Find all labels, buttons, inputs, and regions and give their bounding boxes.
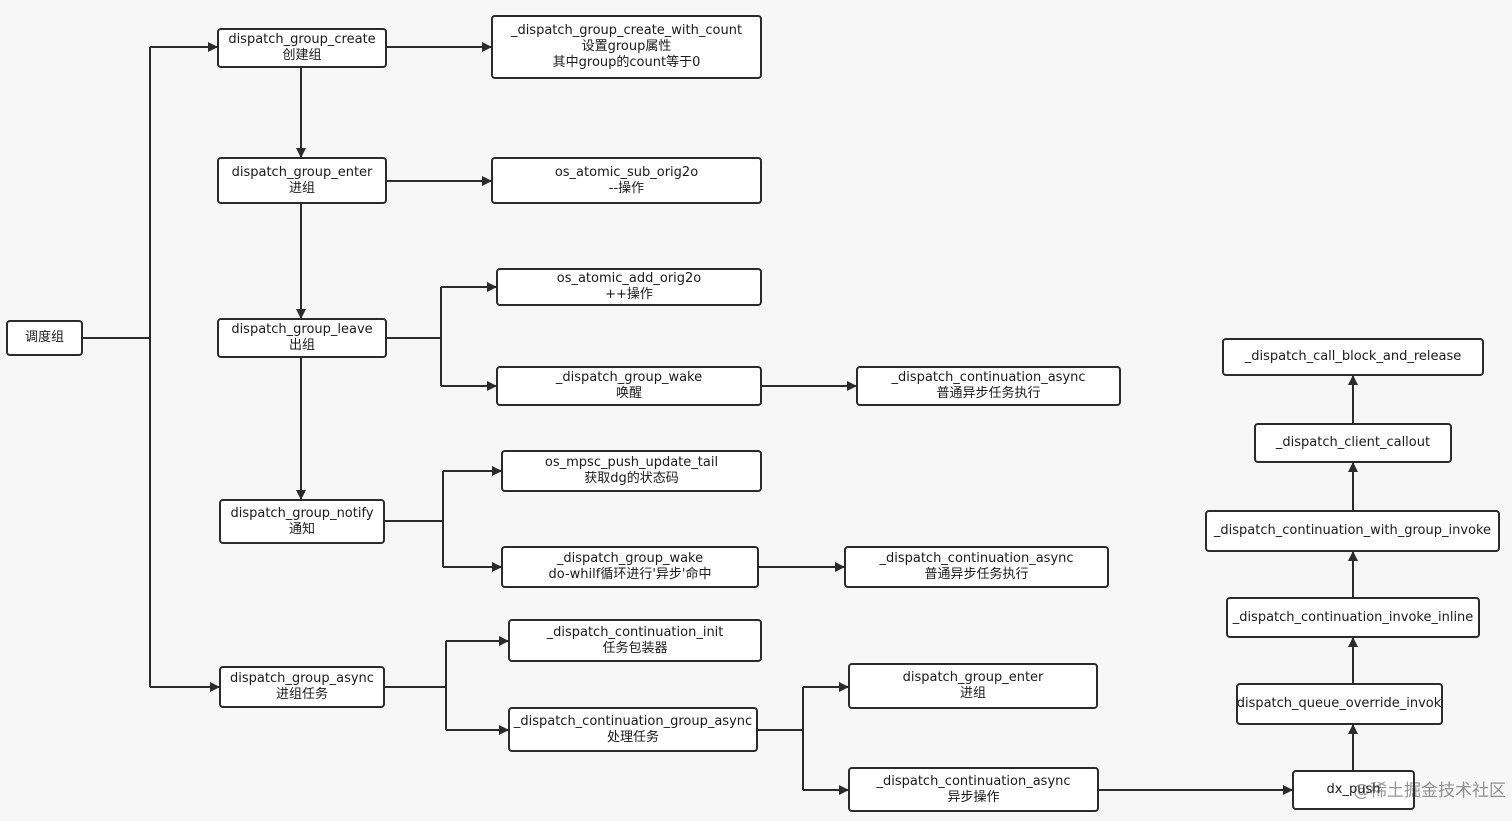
node-label-line1: _dispatch_continuation_async [891, 370, 1086, 385]
node-dispatch-group-enter: dispatch_group_enter 进组 [217, 157, 387, 204]
node-continuation-async-2: _dispatch_continuation_async 普通异步任务执行 [844, 546, 1109, 588]
node-label-line1: _dispatch_group_create_with_count [510, 23, 743, 38]
node-label-line2: do-whilf循环进行'异步'命中 [548, 567, 712, 582]
watermark: @稀土掘金技术社区 [1353, 780, 1506, 801]
node-label-line2: 进组 [959, 686, 986, 701]
node-label-line1: os_atomic_sub_orig2o [554, 164, 699, 180]
node-continuation-group-async: _dispatch_continuation_group_async 处理任务 [508, 707, 758, 752]
node-label-line1: _dispatch_queue_override_invoke [1236, 696, 1443, 711]
node-label-line2: 进组 [288, 180, 315, 196]
node-label-line1: _dispatch_continuation_async [879, 551, 1074, 566]
node-root: 调度组 [6, 320, 83, 356]
node-os-atomic-add: os_atomic_add_orig2o ++操作 [496, 268, 762, 306]
node-label-line2: 创建组 [282, 48, 322, 63]
node-dispatch-group-create: dispatch_group_create 创建组 [217, 28, 387, 68]
node-label-line1: os_atomic_add_orig2o [556, 271, 702, 286]
node-continuation-init: _dispatch_continuation_init 任务包装器 [508, 619, 762, 662]
node-queue-override-invoke: _dispatch_queue_override_invoke [1236, 683, 1443, 725]
node-root-label: 调度组 [24, 330, 64, 345]
node-label-line1: _dispatch_continuation_invoke_inline [1232, 609, 1474, 625]
node-label-line1: dispatch_group_leave [231, 322, 373, 337]
node-continuation-async-3: _dispatch_continuation_async 异步操作 [848, 767, 1099, 812]
node-label-line1: _dispatch_continuation_group_async [513, 713, 753, 729]
node-label-line2: 异步操作 [947, 789, 1000, 805]
node-label-line2: 通知 [288, 521, 315, 537]
node-label-line2: 处理任务 [606, 729, 659, 745]
node-label-line3: 其中group的count等于0 [552, 55, 701, 70]
node-label-line1: os_mpsc_push_update_tail [544, 455, 719, 470]
node-label-line2: 设置group属性 [581, 39, 672, 54]
node-label-line1: dispatch_group_enter [231, 164, 373, 180]
node-label-line1: dispatch_group_enter [902, 670, 1044, 685]
node-create-with-count: _dispatch_group_create_with_count 设置grou… [491, 15, 762, 79]
node-client-callout: _dispatch_client_callout [1254, 423, 1452, 463]
node-call-block-and-release: _dispatch_call_block_and_release [1222, 338, 1484, 376]
node-label-line1: _dispatch_continuation_init [546, 624, 724, 640]
node-label-line1: _dispatch_client_callout [1275, 435, 1431, 450]
node-label-line2: 出组 [288, 338, 315, 353]
node-dispatch-group-leave: dispatch_group_leave 出组 [217, 318, 387, 358]
node-label-line2: 唤醒 [615, 386, 642, 401]
node-label-line2: 任务包装器 [602, 640, 668, 656]
node-dispatch-group-notify: dispatch_group_notify 通知 [219, 499, 385, 544]
node-os-atomic-sub: os_atomic_sub_orig2o --操作 [491, 157, 762, 204]
node-label-line1: _dispatch_continuation_with_group_invoke [1213, 523, 1492, 538]
node-label-line2: 普通异步任务执行 [936, 386, 1041, 401]
node-dispatch-group-async: dispatch_group_async 进组任务 [219, 666, 385, 708]
node-group-wake-1: _dispatch_group_wake 唤醒 [496, 366, 762, 406]
node-dispatch-group-enter-2: dispatch_group_enter 进组 [848, 663, 1098, 709]
node-label-line2: 获取dg的状态码 [584, 471, 679, 486]
node-label-line2: ++操作 [605, 287, 653, 302]
node-label-line1: _dispatch_group_wake [555, 370, 703, 385]
node-continuation-invoke-inline: _dispatch_continuation_invoke_inline [1226, 597, 1480, 638]
node-label-line1: _dispatch_continuation_async [876, 773, 1071, 789]
node-label-line1: dispatch_group_create [228, 32, 376, 47]
node-label-line2: 进组任务 [275, 687, 328, 702]
node-label-line2: --操作 [608, 180, 645, 196]
node-continuation-async-1: _dispatch_continuation_async 普通异步任务执行 [856, 366, 1121, 406]
node-label-line1: dispatch_group_notify [230, 505, 374, 521]
node-group-wake-2: _dispatch_group_wake do-whilf循环进行'异步'命中 [501, 546, 759, 588]
node-label-line1: dx_push [1326, 782, 1381, 797]
node-label-line1: _dispatch_group_wake [556, 551, 704, 566]
node-dx-push: dx_push [1292, 770, 1415, 810]
node-label-line1: _dispatch_call_block_and_release [1244, 349, 1462, 364]
node-continuation-with-group-invoke: _dispatch_continuation_with_group_invoke [1205, 510, 1500, 552]
node-label-line1: dispatch_group_async [230, 671, 374, 686]
node-os-mpsc-push: os_mpsc_push_update_tail 获取dg的状态码 [501, 450, 762, 492]
node-label-line2: 普通异步任务执行 [924, 567, 1029, 582]
